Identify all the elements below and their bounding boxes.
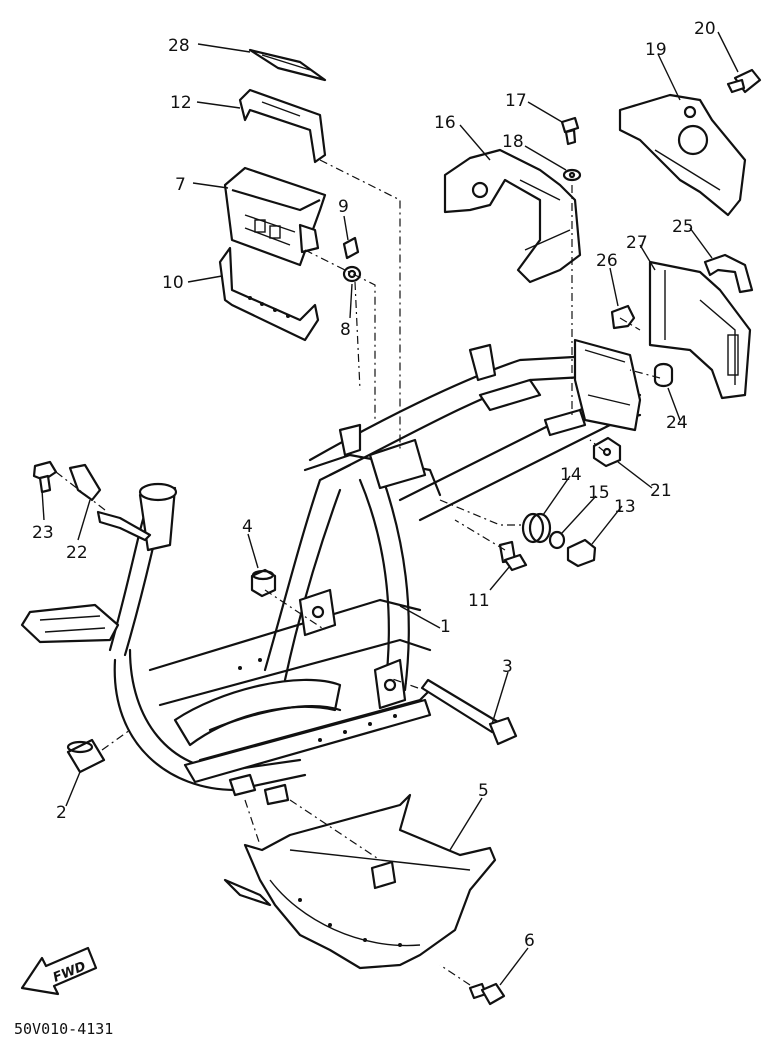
label-2: 2 xyxy=(56,803,67,823)
assembly-lines xyxy=(55,159,661,986)
label-10: 10 xyxy=(162,273,184,293)
label-5: 5 xyxy=(478,781,489,801)
part-7-battery-box xyxy=(223,166,327,267)
part-9-clip xyxy=(342,236,360,260)
part-3-long-bolt xyxy=(420,678,518,746)
label-14: 14 xyxy=(560,465,582,485)
part-24-cap xyxy=(653,362,674,388)
part-20-bolt xyxy=(726,68,762,94)
part-26-nut xyxy=(610,304,636,330)
figure-code: 50V010-4131 xyxy=(14,1020,113,1038)
part-13-bolt xyxy=(566,538,597,568)
label-28: 28 xyxy=(168,36,190,56)
label-24: 24 xyxy=(666,413,688,433)
part-10-battery-stay xyxy=(218,246,320,342)
label-13: 13 xyxy=(614,497,636,517)
label-27: 27 xyxy=(626,233,648,253)
label-7: 7 xyxy=(175,175,186,195)
label-15: 15 xyxy=(588,483,610,503)
part-15-collar xyxy=(548,530,566,550)
part-17-bolt xyxy=(560,116,580,146)
part-22-bracket xyxy=(68,463,152,542)
part-12-battery-band xyxy=(238,88,327,164)
part-16-bracket xyxy=(443,148,582,284)
label-11: 11 xyxy=(468,591,490,611)
part-27-cover xyxy=(648,260,752,400)
label-20: 20 xyxy=(694,19,716,39)
part-23-bolt xyxy=(32,460,58,494)
label-16: 16 xyxy=(434,113,456,133)
part-14-rubber xyxy=(521,512,552,544)
label-21: 21 xyxy=(650,481,672,501)
label-23: 23 xyxy=(32,523,54,543)
main-frame xyxy=(20,338,642,806)
label-3: 3 xyxy=(502,657,513,677)
part-25-clip xyxy=(703,253,754,294)
part-6-bolt xyxy=(468,982,506,1006)
label-26: 26 xyxy=(596,251,618,271)
leader-lines xyxy=(41,31,739,986)
label-6: 6 xyxy=(524,931,535,951)
label-12: 12 xyxy=(170,93,192,113)
label-25: 25 xyxy=(672,217,694,237)
part-28-pad xyxy=(248,48,327,82)
part-4-rubber xyxy=(250,568,277,598)
fwd-arrow: FWD xyxy=(20,946,98,996)
part-19-plate xyxy=(618,93,747,217)
label-4: 4 xyxy=(242,517,253,537)
part-8-nut xyxy=(342,265,362,283)
part-5-under-cover xyxy=(223,793,497,970)
label-19: 19 xyxy=(645,40,667,60)
part-2-collar xyxy=(66,738,106,774)
part-18-washer xyxy=(562,168,582,182)
label-18: 18 xyxy=(502,132,524,152)
label-17: 17 xyxy=(505,91,527,111)
label-1: 1 xyxy=(440,617,451,637)
part-21-nut xyxy=(592,436,622,468)
label-9: 9 xyxy=(338,197,349,217)
label-22: 22 xyxy=(66,543,88,563)
part-number-labels: 28 12 7 10 9 8 4 16 17 18 19 20 27 25 26… xyxy=(32,19,716,951)
label-8: 8 xyxy=(340,320,351,340)
part-11-bolt xyxy=(498,540,528,572)
